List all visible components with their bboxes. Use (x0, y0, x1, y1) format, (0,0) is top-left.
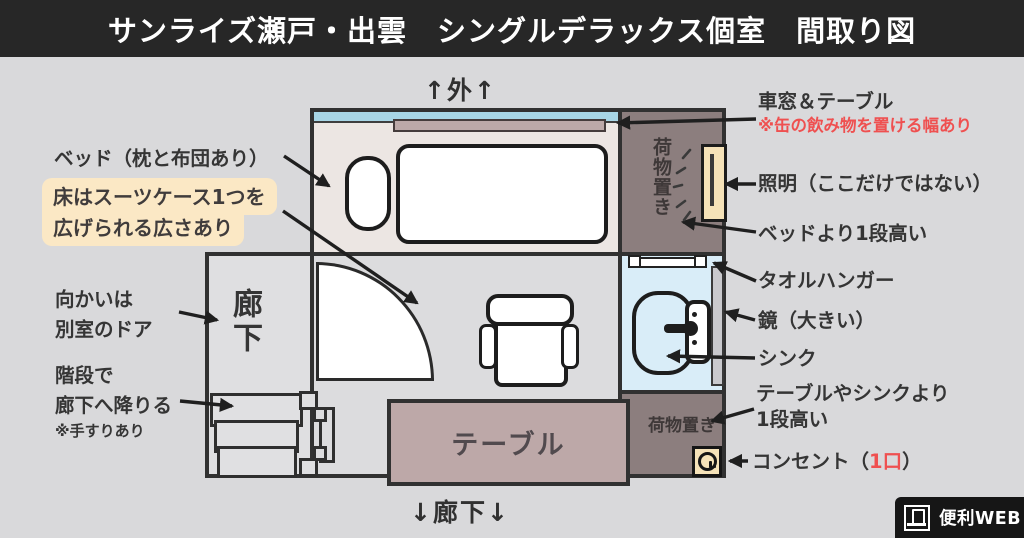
outlet-count-red: 1口 (869, 450, 903, 473)
chair-backrest (486, 294, 574, 326)
chair-armrest-left (479, 324, 497, 369)
mirror (711, 266, 724, 386)
outlet-icon (692, 446, 722, 477)
opposite-door-annotation: 向かいは 別室のドア (55, 288, 153, 341)
door-leaf-tab-top (313, 407, 327, 422)
arrow-mirror (723, 308, 756, 323)
luggage-top-label: 荷物置き (650, 137, 672, 217)
direction-outside-label: ↑外↑ (424, 76, 497, 105)
stair-step-3 (217, 446, 297, 478)
wall-luggage-left (618, 108, 622, 478)
wall-bedroom-left (310, 108, 314, 256)
page-title: サンライズ瀬戸・出雲 シングルデラックス個室 間取り図 (107, 13, 917, 48)
wall-door (310, 252, 314, 478)
suitcase-annotation-line2: 広げられる広さあり (42, 209, 244, 246)
wall-sink-luggage (622, 390, 726, 394)
corridor-label: 廊下 (227, 288, 262, 356)
above-table-annotation: テーブルやシンクより 1段高い (756, 382, 950, 431)
luggage-bottom-label: 荷物置き (648, 416, 716, 436)
sink-faucet-knob (683, 321, 698, 336)
site-logo-text: 便利WEB (939, 509, 1022, 529)
table-label: テーブル (451, 430, 566, 461)
stairs-note: ※手すりあり (55, 422, 145, 440)
sink-panel-dot (692, 312, 697, 317)
above-bed-annotation: ベッドより1段高い (758, 222, 928, 245)
door-jamb-bottom (299, 458, 318, 477)
window-table-note: ※缶の飲み物を置ける幅あり (758, 116, 973, 135)
sink-panel-dot (692, 340, 697, 345)
title-bar: サンライズ瀬戸・出雲 シングルデラックス個室 間取り図 (0, 0, 1024, 57)
pillow (345, 156, 391, 231)
bed-futon (396, 144, 608, 244)
outlet-circle (697, 452, 717, 471)
window-table (393, 119, 606, 132)
door-leaf-tab-bottom (313, 446, 327, 461)
outlet-annotation: コンセント（1口） (752, 450, 922, 473)
towel-hanger-bracket-right (694, 255, 707, 268)
door-jamb-top (299, 391, 318, 410)
stairs-annotation: 階段で 廊下へ降りる ※手すりあり (55, 364, 173, 440)
book-icon (904, 504, 930, 531)
suitcase-annotation-line1: 床はスーツケース1つを (42, 178, 277, 215)
wall-right (722, 108, 726, 478)
lighting-annotation: 照明（ここだけではない） (758, 172, 993, 195)
wall-top (310, 108, 726, 112)
table-area: テーブル (387, 399, 630, 486)
wall-corridor-left (205, 252, 209, 478)
lamp-tube (710, 154, 714, 206)
sink-faucet (664, 324, 692, 333)
direction-corridor-label: ↓廊下↓ (410, 498, 510, 527)
towel-hanger-bracket-left (628, 255, 641, 268)
mirror-annotation: 鏡（大きい） (758, 309, 876, 332)
bed-annotation: ベッド（枕と布団あり） (54, 147, 269, 170)
towel-hanger-annotation: タオルハンガー (758, 269, 895, 292)
sink-annotation: シンク (758, 347, 817, 370)
lamp-icon (701, 144, 727, 222)
site-logo: 便利WEB (895, 497, 1024, 538)
chair-armrest-right (561, 324, 579, 369)
window-table-annotation: 車窓＆テーブル ※缶の飲み物を置ける幅あり (758, 90, 972, 138)
wall-middle (205, 252, 726, 256)
